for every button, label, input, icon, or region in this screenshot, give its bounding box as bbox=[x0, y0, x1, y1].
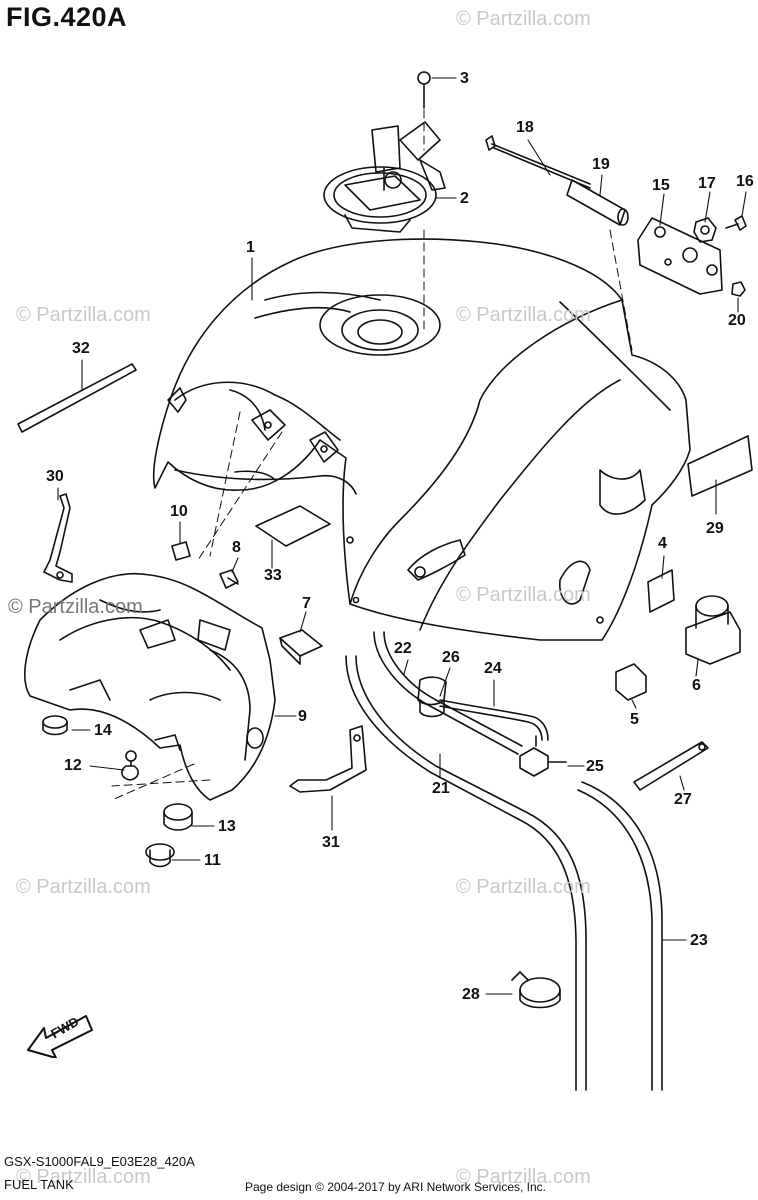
callout-8[interactable]: 8 bbox=[232, 539, 241, 556]
callout-2[interactable]: 2 bbox=[460, 190, 469, 207]
part-bolt-12 bbox=[121, 750, 139, 781]
watermark: © Partzilla.com bbox=[456, 1166, 591, 1188]
part-bracket-15 bbox=[637, 217, 723, 295]
callout-15[interactable]: 15 bbox=[652, 177, 670, 194]
callout-22[interactable]: 22 bbox=[394, 640, 412, 657]
callout-30[interactable]: 30 bbox=[46, 468, 64, 485]
callout-4[interactable]: 4 bbox=[658, 535, 667, 552]
part-label-29 bbox=[687, 435, 753, 497]
watermark: © Partzilla.com bbox=[16, 876, 151, 898]
leader-lines bbox=[57, 77, 747, 995]
watermark: © Partzilla.com bbox=[456, 876, 591, 898]
callout-13[interactable]: 13 bbox=[218, 818, 236, 835]
part-bolt-16 bbox=[725, 215, 747, 231]
part-cushion-10 bbox=[171, 541, 191, 561]
part-hose-21 bbox=[345, 655, 587, 1091]
callout-21[interactable]: 21 bbox=[432, 780, 450, 797]
part-bolt-18 bbox=[485, 135, 591, 189]
callout-32[interactable]: 32 bbox=[72, 340, 90, 357]
part-hose-24 bbox=[439, 699, 549, 741]
part-label-4 bbox=[647, 569, 675, 613]
part-nut-17 bbox=[693, 217, 717, 243]
figure-title: FIG.420A bbox=[6, 2, 128, 32]
part-fuel-cap bbox=[323, 121, 446, 233]
callout-1[interactable]: 1 bbox=[246, 239, 255, 256]
callout-5[interactable]: 5 bbox=[630, 711, 639, 728]
part-stay-30 bbox=[43, 493, 73, 583]
watermark: © Partzilla.com bbox=[16, 304, 151, 326]
callout-14[interactable]: 14 bbox=[94, 722, 112, 739]
callout-18[interactable]: 18 bbox=[516, 119, 534, 136]
figure-name: FUEL TANK bbox=[4, 1177, 74, 1192]
callout-3[interactable]: 3 bbox=[460, 70, 469, 87]
part-clamp-26 bbox=[417, 676, 447, 718]
watermark: © Partzilla.com bbox=[16, 1166, 151, 1188]
part-bolt-11 bbox=[145, 843, 175, 868]
callout-27[interactable]: 27 bbox=[674, 791, 692, 808]
assembly-lines bbox=[111, 109, 633, 801]
part-holder-9 bbox=[24, 573, 276, 801]
figure-code: GSX-S1000FAL9_E03E28_420A bbox=[4, 1154, 195, 1169]
watermark: © Partzilla.com bbox=[456, 304, 591, 326]
callout-24[interactable]: 24 bbox=[484, 660, 502, 677]
part-fuel-tank bbox=[152, 238, 691, 641]
callout-20[interactable]: 20 bbox=[728, 312, 746, 329]
part-cushion-5 bbox=[615, 663, 647, 701]
callout-16[interactable]: 16 bbox=[736, 173, 754, 190]
part-collar-19 bbox=[566, 179, 629, 226]
part-connector-25 bbox=[519, 735, 567, 777]
callout-17[interactable]: 17 bbox=[698, 175, 716, 192]
callout-23[interactable]: 23 bbox=[690, 932, 708, 949]
part-cushion-7 bbox=[279, 629, 323, 665]
part-cushion-14 bbox=[42, 715, 68, 736]
part-nut-20 bbox=[731, 281, 746, 297]
callout-7[interactable]: 7 bbox=[302, 595, 311, 612]
part-bolt-8 bbox=[219, 569, 239, 589]
callout-19[interactable]: 19 bbox=[592, 156, 610, 173]
part-strip-32 bbox=[17, 363, 137, 433]
callout-33[interactable]: 33 bbox=[264, 567, 282, 584]
callout-29[interactable]: 29 bbox=[706, 520, 724, 537]
callout-25[interactable]: 25 bbox=[586, 758, 604, 775]
forward-arrow-icon bbox=[27, 1015, 93, 1058]
part-cushion-13 bbox=[163, 803, 193, 831]
part-label-33 bbox=[255, 505, 331, 547]
watermark: © Partzilla.com bbox=[456, 584, 591, 606]
callout-9[interactable]: 9 bbox=[298, 708, 307, 725]
part-screw-3 bbox=[417, 71, 431, 109]
callout-12[interactable]: 12 bbox=[64, 757, 82, 774]
part-hose-23 bbox=[577, 781, 663, 1091]
watermark: © Partzilla.com bbox=[456, 8, 591, 30]
part-clamp-28 bbox=[511, 971, 561, 1009]
watermark: © Partzilla.com bbox=[8, 596, 143, 618]
part-cushion-6 bbox=[685, 595, 741, 665]
callout-28[interactable]: 28 bbox=[462, 986, 480, 1003]
callout-11[interactable]: 11 bbox=[204, 852, 221, 869]
callout-10[interactable]: 10 bbox=[170, 503, 188, 520]
callout-26[interactable]: 26 bbox=[442, 649, 460, 666]
callout-6[interactable]: 6 bbox=[692, 677, 701, 694]
callout-31[interactable]: 31 bbox=[322, 834, 340, 851]
part-bracket-31 bbox=[289, 725, 367, 793]
part-strap-27 bbox=[633, 741, 709, 791]
copyright-notice: Page design © 2004-2017 by ARI Network S… bbox=[245, 1180, 547, 1194]
